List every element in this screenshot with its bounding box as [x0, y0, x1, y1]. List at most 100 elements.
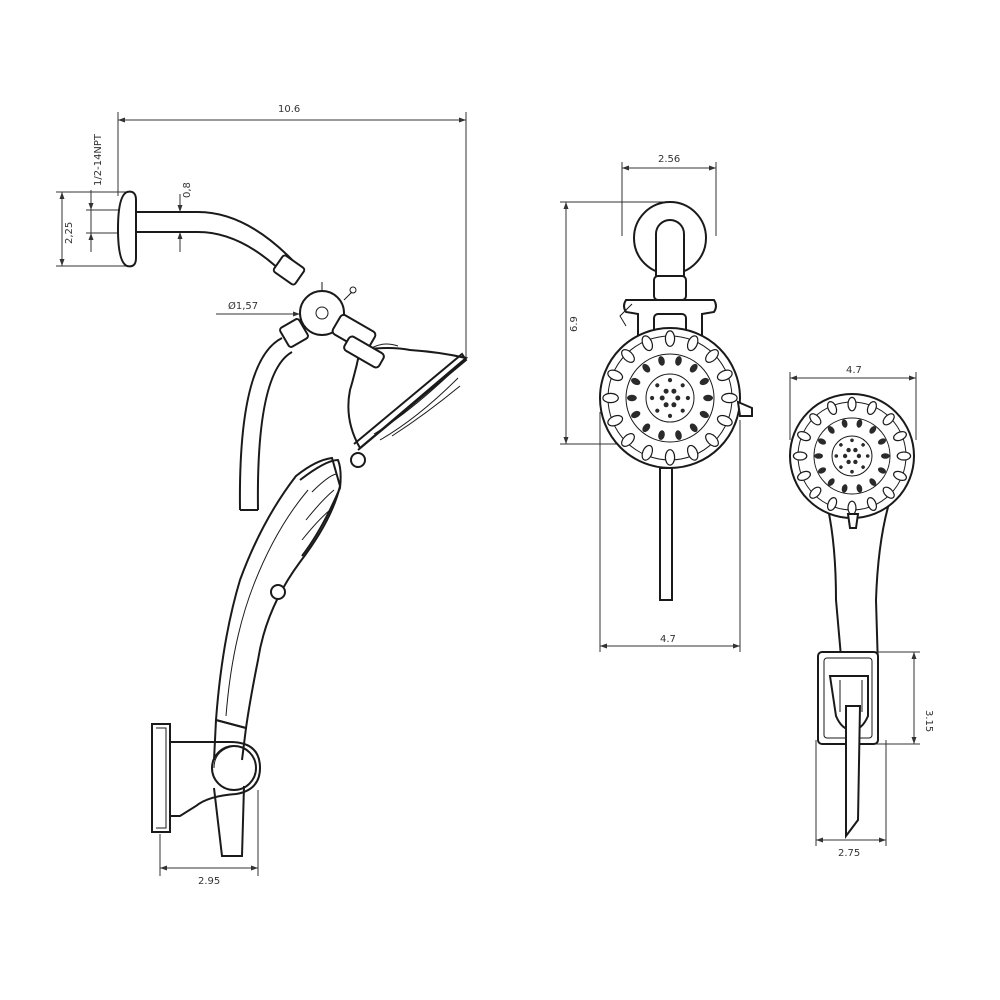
bracket-width-left-dimension: 2.95	[159, 790, 259, 887]
spray-jet	[856, 484, 863, 493]
spray-jet	[721, 392, 738, 404]
front-spray-jets	[602, 330, 738, 466]
fixed-head-collar	[343, 335, 385, 369]
handheld-handle	[824, 499, 892, 669]
spray-jet	[861, 443, 865, 447]
spray-jet	[631, 410, 641, 419]
spray-jet	[893, 470, 907, 481]
spray-jet	[841, 419, 848, 428]
spray-jet	[834, 454, 839, 458]
spray-jet	[607, 369, 624, 382]
spray-jet	[675, 356, 682, 366]
spray-jet	[792, 451, 808, 461]
diverter-nut	[279, 318, 309, 348]
front-lever	[736, 400, 753, 417]
fixed-head-lever	[350, 452, 366, 468]
spray-jet	[658, 430, 665, 440]
spray-jet	[667, 378, 673, 383]
spray-jet	[659, 395, 665, 401]
front-fixed-head	[599, 327, 741, 469]
swivel-center	[315, 306, 329, 320]
arm-flange-width-label: 2.56	[658, 154, 680, 165]
handheld-face-dimension: 4.7	[789, 365, 917, 440]
overall-width-dimension: 10.6	[117, 104, 467, 360]
spray-jet	[827, 497, 838, 511]
spray-jet	[655, 408, 660, 413]
handheld-face-label: 4.7	[846, 365, 862, 376]
spray-jet	[817, 467, 827, 474]
arm-offset-label: 0,8	[182, 182, 193, 198]
side-view: 10.6 1/2-14NPT 2,25 0,8	[56, 104, 469, 887]
spray-jet	[853, 459, 858, 465]
spray-jet	[847, 396, 857, 412]
handheld-lower-hose	[845, 705, 862, 839]
spray-jet	[839, 465, 843, 469]
spray-jet	[699, 377, 709, 386]
front-height-label: 6.9	[569, 316, 580, 332]
spray-jet	[877, 438, 887, 445]
arm-flange-width-dimension: 2.56	[621, 154, 717, 236]
spray-jet	[602, 392, 619, 404]
arm-nut	[272, 254, 306, 286]
bracket-height-dimension: 3.15	[876, 651, 934, 745]
spray-jet	[641, 444, 654, 461]
wall-flange	[116, 190, 137, 268]
swivel-diameter-dimension: Ø1,57	[216, 300, 300, 317]
spray-jet	[664, 330, 676, 347]
bracket-knob	[211, 745, 257, 791]
hose-upper	[238, 337, 283, 511]
spray-jet	[680, 408, 685, 413]
spray-jet	[797, 470, 811, 481]
spray-jet	[689, 363, 698, 373]
spray-jet	[861, 465, 865, 469]
spray-jet	[642, 363, 651, 373]
spray-jet	[675, 430, 682, 440]
spray-jet	[856, 419, 863, 428]
spray-jet	[699, 410, 709, 419]
front-arm-nut	[653, 275, 687, 301]
spray-jet	[847, 500, 857, 516]
spray-jet	[866, 401, 877, 415]
spray-jet	[680, 383, 685, 388]
spray-jet	[671, 402, 677, 408]
front-width-label: 4.7	[660, 634, 676, 645]
handheld-face-edge	[299, 458, 342, 557]
bracket-height-label: 3.15	[923, 710, 934, 732]
spray-jet	[846, 459, 851, 465]
bracket-width-right-label: 2.75	[838, 848, 860, 859]
spray-jet	[689, 423, 698, 433]
handheld-selector	[846, 513, 860, 529]
spray-jet	[882, 486, 895, 499]
spray-jet	[896, 451, 912, 461]
spray-jet	[882, 413, 895, 426]
handheld-face	[789, 393, 915, 519]
spray-jet	[827, 401, 838, 415]
bracket-width-right-dimension: 2.75	[815, 740, 887, 859]
spray-jet	[814, 453, 824, 459]
flange-diameter-label: 2,25	[64, 222, 75, 244]
hose-lower	[213, 718, 248, 761]
spray-jet	[607, 414, 624, 427]
spray-jet	[685, 395, 691, 401]
spray-jet	[856, 453, 862, 459]
front-view: 2.56 6.9 4.7	[560, 154, 753, 652]
spray-jet	[716, 414, 733, 427]
spray-jet	[846, 447, 851, 453]
spray-jet	[655, 383, 660, 388]
spray-jet	[641, 335, 654, 352]
spray-jet	[621, 433, 635, 447]
handheld-view: 4.7 3.15 2.75	[789, 365, 934, 859]
spray-jet	[827, 478, 835, 486]
spray-jet	[716, 369, 733, 382]
spray-jet	[893, 431, 907, 442]
front-width-dimension: 4.7	[599, 412, 741, 652]
pipe-thread-label: 1/2-14NPT	[93, 133, 104, 186]
spray-jet	[664, 449, 676, 466]
spray-jet	[809, 413, 822, 426]
spray-jet	[686, 444, 699, 461]
spray-jet	[880, 453, 890, 459]
spray-jet	[703, 394, 713, 402]
spray-jet	[627, 394, 637, 402]
spray-jet	[866, 497, 877, 511]
